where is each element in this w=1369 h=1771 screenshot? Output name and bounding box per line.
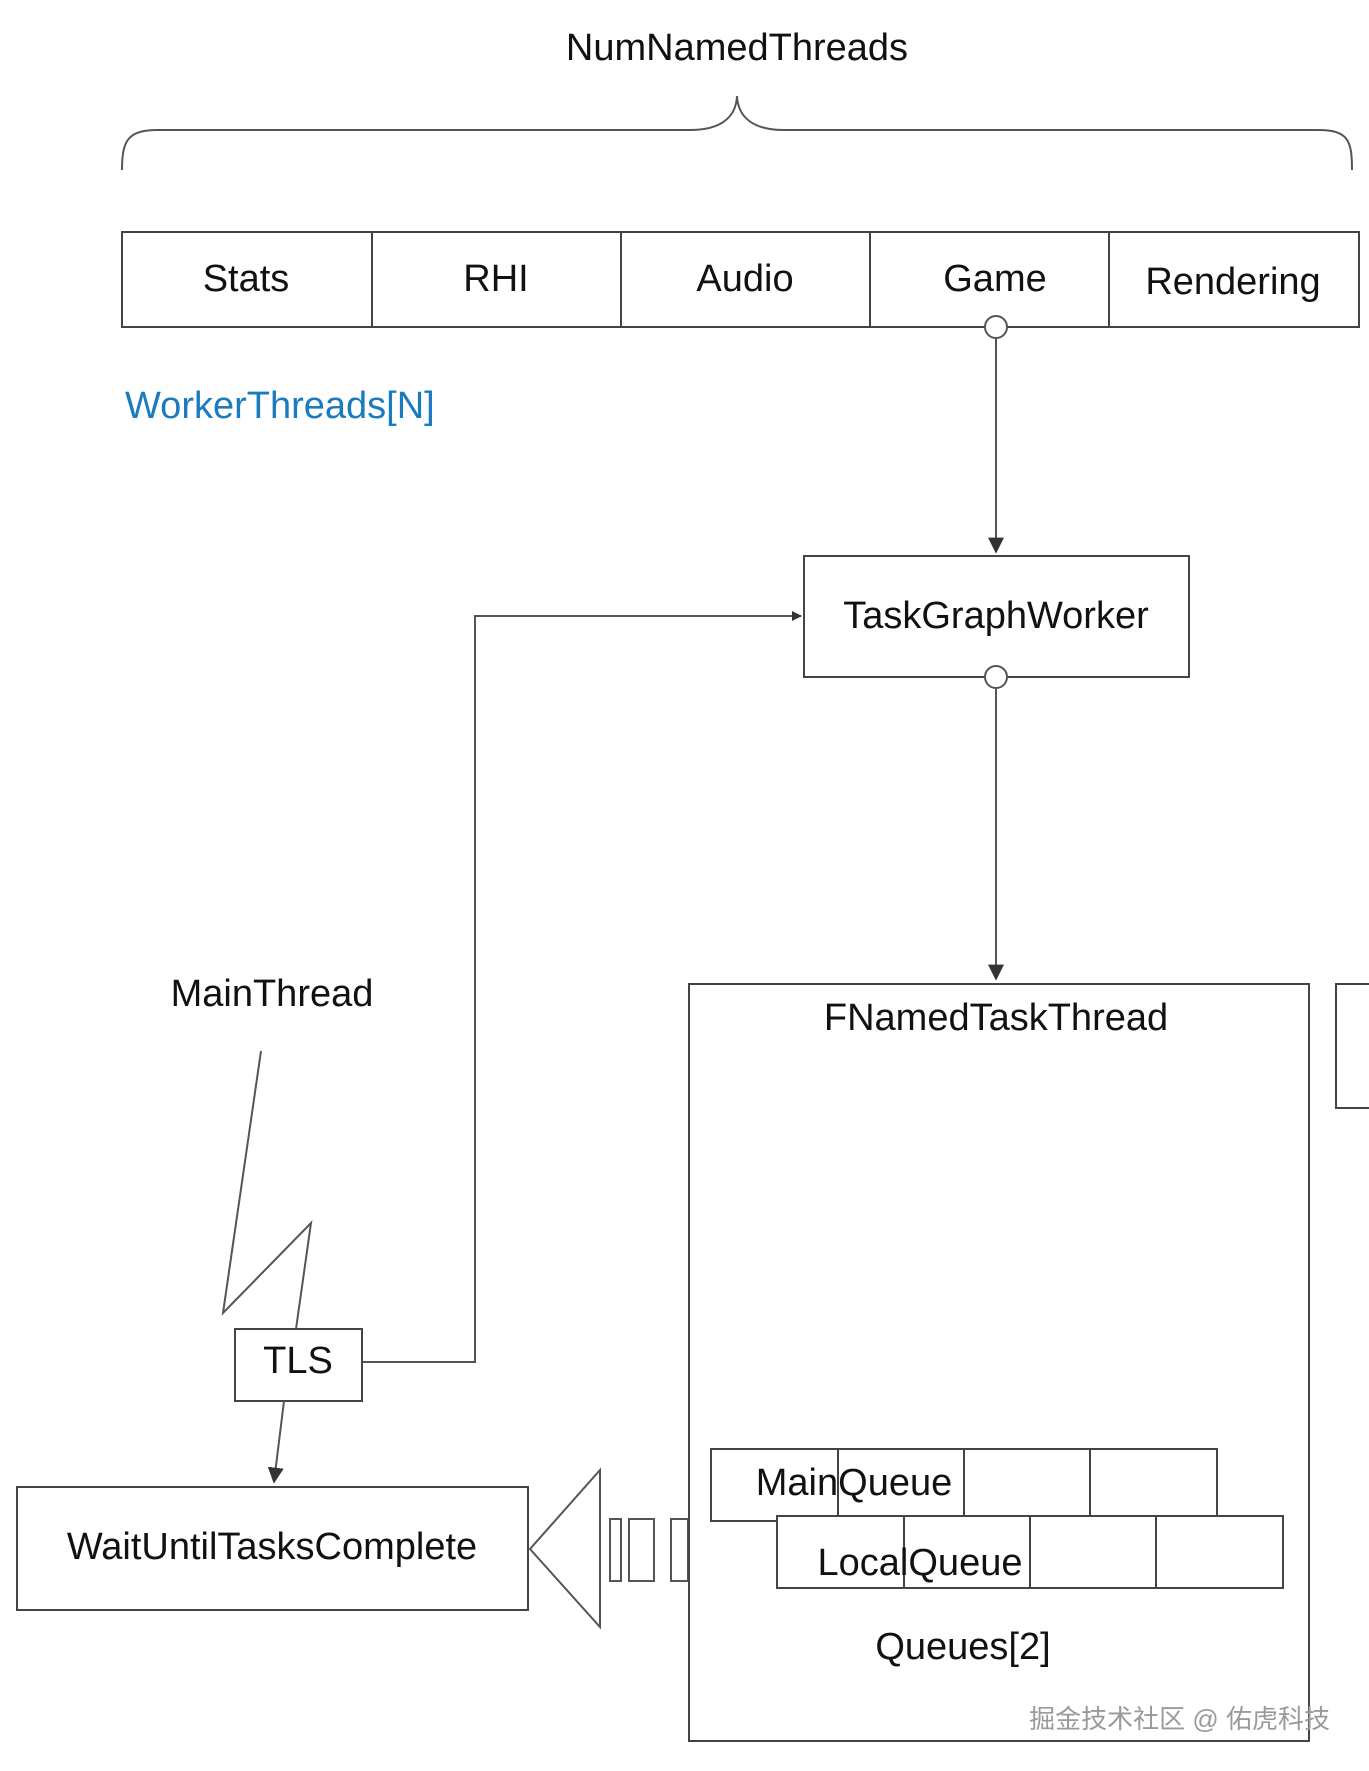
tls-box (234, 1328, 363, 1402)
wait-until-tasks-complete-box (16, 1486, 529, 1611)
task-graph-worker-box (803, 555, 1190, 678)
tls-to-worker-arrow (362, 611, 802, 1363)
named-thread-stats-cell (121, 231, 373, 328)
diagram-title: NumNamedThreads (566, 27, 908, 69)
local-queue-cell (776, 1515, 905, 1589)
named-thread-rendering-cell (1108, 231, 1360, 328)
curly-brace (121, 95, 1353, 171)
local-queue-label: LocalQueue (818, 1542, 1023, 1584)
named-thread-stats: Stats (203, 258, 290, 300)
named-thread-rhi: RHI (463, 258, 528, 300)
main-thread-label: MainThread (171, 973, 374, 1015)
main-queue-cell (710, 1448, 839, 1522)
local-queue-cell (1155, 1515, 1284, 1589)
task-graph-worker-label: TaskGraphWorker (843, 595, 1149, 637)
named-thread-audio: Audio (696, 258, 793, 300)
main-queue-cell (1089, 1448, 1218, 1522)
game-connector-circle (984, 315, 1008, 339)
local-queue-cell (1029, 1515, 1157, 1589)
named-threads-row: Stats RHI Audio Game Rendering (121, 231, 1360, 328)
local-queue-cell (903, 1515, 1031, 1589)
named-task-thread-title: FNamedTaskThread (824, 997, 1168, 1039)
named-thread-game: Game (943, 258, 1046, 300)
main-queue-cell (963, 1448, 1091, 1522)
named-thread-game-cell (869, 231, 1110, 328)
main-queue-label: MainQueue (756, 1462, 952, 1504)
wait-hollow-arrow-icon (528, 1467, 689, 1630)
named-thread-rhi-cell (371, 231, 622, 328)
wait-until-tasks-complete-label: WaitUntilTasksComplete (67, 1526, 477, 1568)
tls-label: TLS (263, 1340, 333, 1382)
named-thread-rendering: Rendering (1145, 261, 1320, 303)
worker-threads-label: WorkerThreads[N] (125, 385, 435, 427)
named-task-thread-box (688, 983, 1310, 1742)
local-queue-row (776, 1515, 1284, 1589)
queues-label: Queues[2] (875, 1626, 1050, 1668)
worker-connector-circle (984, 665, 1008, 689)
main-queue-row (710, 1448, 1218, 1522)
main-thread-lightning-icon (221, 1050, 313, 1330)
tls-to-wait-arrow (267, 1400, 285, 1484)
named-thread-audio-cell (620, 231, 871, 328)
partial-named-thread-box (1335, 983, 1369, 1109)
watermark: 掘金技术社区 @ 佑虎科技 (1029, 1704, 1330, 1734)
